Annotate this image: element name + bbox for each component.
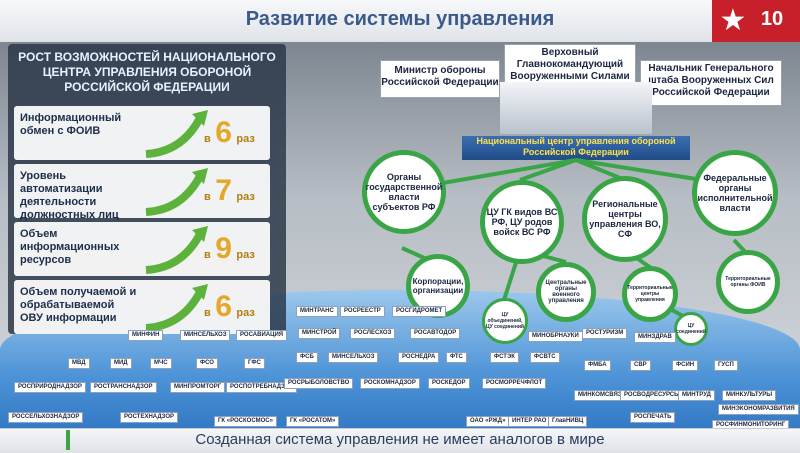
org-chip: ГФС xyxy=(244,358,265,369)
org-chip: РОСТРАНСНАДЗОР xyxy=(90,382,157,393)
stat-value: в 9 раз xyxy=(204,232,255,265)
minister-box: Министр обороны Российской Федерации xyxy=(380,60,500,98)
org-chip: МИНПРОМТОРГ xyxy=(170,382,226,393)
org-chip: РОСТЕХНАДЗОР xyxy=(120,412,179,423)
org-chip: РОСПРИРОДНАДЗОР xyxy=(14,382,86,393)
org-chip: РОСНЕДРА xyxy=(398,352,440,363)
org-chip: ГУСП xyxy=(714,360,738,371)
org-chip: СВР xyxy=(630,360,651,371)
page-title: Развитие системы управления xyxy=(245,8,555,30)
org-chip: МИНФИН xyxy=(128,330,164,341)
territorial-centers-circle: Территориальные центры управления xyxy=(622,266,678,322)
org-chip: МИНЭКОНОМРАЗВИТИЯ xyxy=(718,404,799,415)
org-chip: РОСАВИАЦИЯ xyxy=(236,330,288,341)
org-chip: ФСВТС xyxy=(530,352,560,363)
org-chip: ОАО «РЖД» xyxy=(466,416,510,427)
cu-associations-circle: ЦУ объединений, ЦУ соединений xyxy=(482,298,528,344)
cu-units-circle: ЦУ соединений xyxy=(674,312,708,346)
org-chip: РОСКЕДОР xyxy=(428,378,470,389)
stat-label: Объем информационных ресурсов xyxy=(20,228,120,266)
cu-gk-circle: ЦУ ГК видов ВС РФ, ЦУ родов войск ВС РФ xyxy=(480,180,564,264)
org-chip: ГК «РОСАТОМ» xyxy=(286,416,340,427)
org-chip: МИНКУЛЬТУРЫ xyxy=(722,390,777,401)
stat-value: в 7 раз xyxy=(204,174,255,207)
org-chip: МЧС xyxy=(150,358,172,369)
org-chip: ФСТЭК xyxy=(490,352,519,363)
chief-of-staff-box: Начальник Генерального штаба Вооруженных… xyxy=(640,60,782,106)
org-chip: РОСРЫБОЛОВСТВО xyxy=(284,378,354,389)
org-chip: МИНСЕЛЬХОЗ xyxy=(328,352,379,363)
org-chip: РОСВОДРЕСУРСЫ xyxy=(620,390,685,401)
stat-label: Уровень автоматизации деятельности должн… xyxy=(20,170,119,221)
org-chip: РОСКОМНАДЗОР xyxy=(360,378,420,389)
org-chip: МВД xyxy=(68,358,90,369)
org-chip: МИНСЕЛЬХОЗ xyxy=(180,330,231,341)
stat-value: в 6 раз xyxy=(204,116,255,149)
org-chip: ФСБ xyxy=(296,352,318,363)
org-chip: РОСПЕЧАТЬ xyxy=(630,412,676,423)
org-chip: РОСЛЕСХОЗ xyxy=(350,328,396,339)
org-chip: ГлавНИВЦ xyxy=(548,416,588,427)
org-chip: МИНЗДРАВ xyxy=(634,332,676,343)
org-chip: МИНСТРОЙ xyxy=(298,328,341,339)
stat-card: Объем информационных ресурсов в 9 раз xyxy=(14,222,270,276)
org-chip: МИНОБРНАУКИ xyxy=(528,331,583,342)
org-chip: ФСО xyxy=(196,358,218,369)
org-chip: МИНТРУД xyxy=(678,390,715,401)
slide-number: 10 xyxy=(760,8,784,30)
brand-badge xyxy=(712,0,800,42)
footer-text: Созданная система управления не имеет ан… xyxy=(195,431,605,448)
capabilities-title: РОСТ ВОЗМОЖНОСТЕЙ НАЦИОНАЛЬНОГО ЦЕНТРА У… xyxy=(18,50,276,94)
central-mil-circle: Центральные органы военного управления xyxy=(536,262,596,322)
growth-arrow-icon xyxy=(145,168,208,216)
org-chip: ИНТЕР РАО xyxy=(508,416,551,427)
regional-centers-circle: Региональные центры управления ВО, СФ xyxy=(582,176,668,262)
stat-label: Информационный обмен с ФОИВ xyxy=(20,112,122,137)
national-center-bar: Национальный центр управления обороной Р… xyxy=(462,136,690,160)
regional-gov-circle: Органы государственной власти субъектов … xyxy=(362,150,446,234)
org-chip: ГК «РОСКОСМОС» xyxy=(214,416,277,427)
federal-exec-circle: Федеральные органы исполнительной власти xyxy=(692,150,778,236)
org-chip: ФСИН xyxy=(672,360,699,371)
org-chip: ФМБА xyxy=(584,360,611,371)
stat-value: в 6 раз xyxy=(204,290,255,323)
footer-bar xyxy=(0,428,800,453)
org-chip: РОСАВТОДОР xyxy=(410,328,461,339)
growth-arrow-icon xyxy=(145,110,208,158)
org-chip: РОСРЕЕСТР xyxy=(340,306,385,317)
org-chip: РОСМОРРЕЧФЛОТ xyxy=(482,378,547,389)
org-chip: МИД xyxy=(110,358,132,369)
org-chip: РОССЕЛЬХОЗНАДЗОР xyxy=(8,412,84,423)
growth-arrow-icon xyxy=(145,284,208,332)
building-image xyxy=(500,82,652,134)
territorial-foiv-circle: Территориальные органы ФОИВ xyxy=(716,250,780,314)
org-chip: РОСГИДРОМЕТ xyxy=(392,306,447,317)
org-chip: МИНТРАНС xyxy=(296,306,338,317)
stat-card: Информационный обмен с ФОИВ в 6 раз xyxy=(14,106,270,160)
footer-accent xyxy=(66,430,70,450)
stat-card: Объем получаемой и обрабатываемой ОВУ ин… xyxy=(14,280,270,334)
growth-arrow-icon xyxy=(145,226,208,274)
org-chip: РОСТУРИЗМ xyxy=(582,328,628,339)
stat-card: Уровень автоматизации деятельности должн… xyxy=(14,164,270,221)
stat-label: Объем получаемой и обрабатываемой ОВУ ин… xyxy=(20,286,137,324)
org-chip: ФТС xyxy=(446,352,467,363)
star-icon: ★ xyxy=(719,4,747,37)
